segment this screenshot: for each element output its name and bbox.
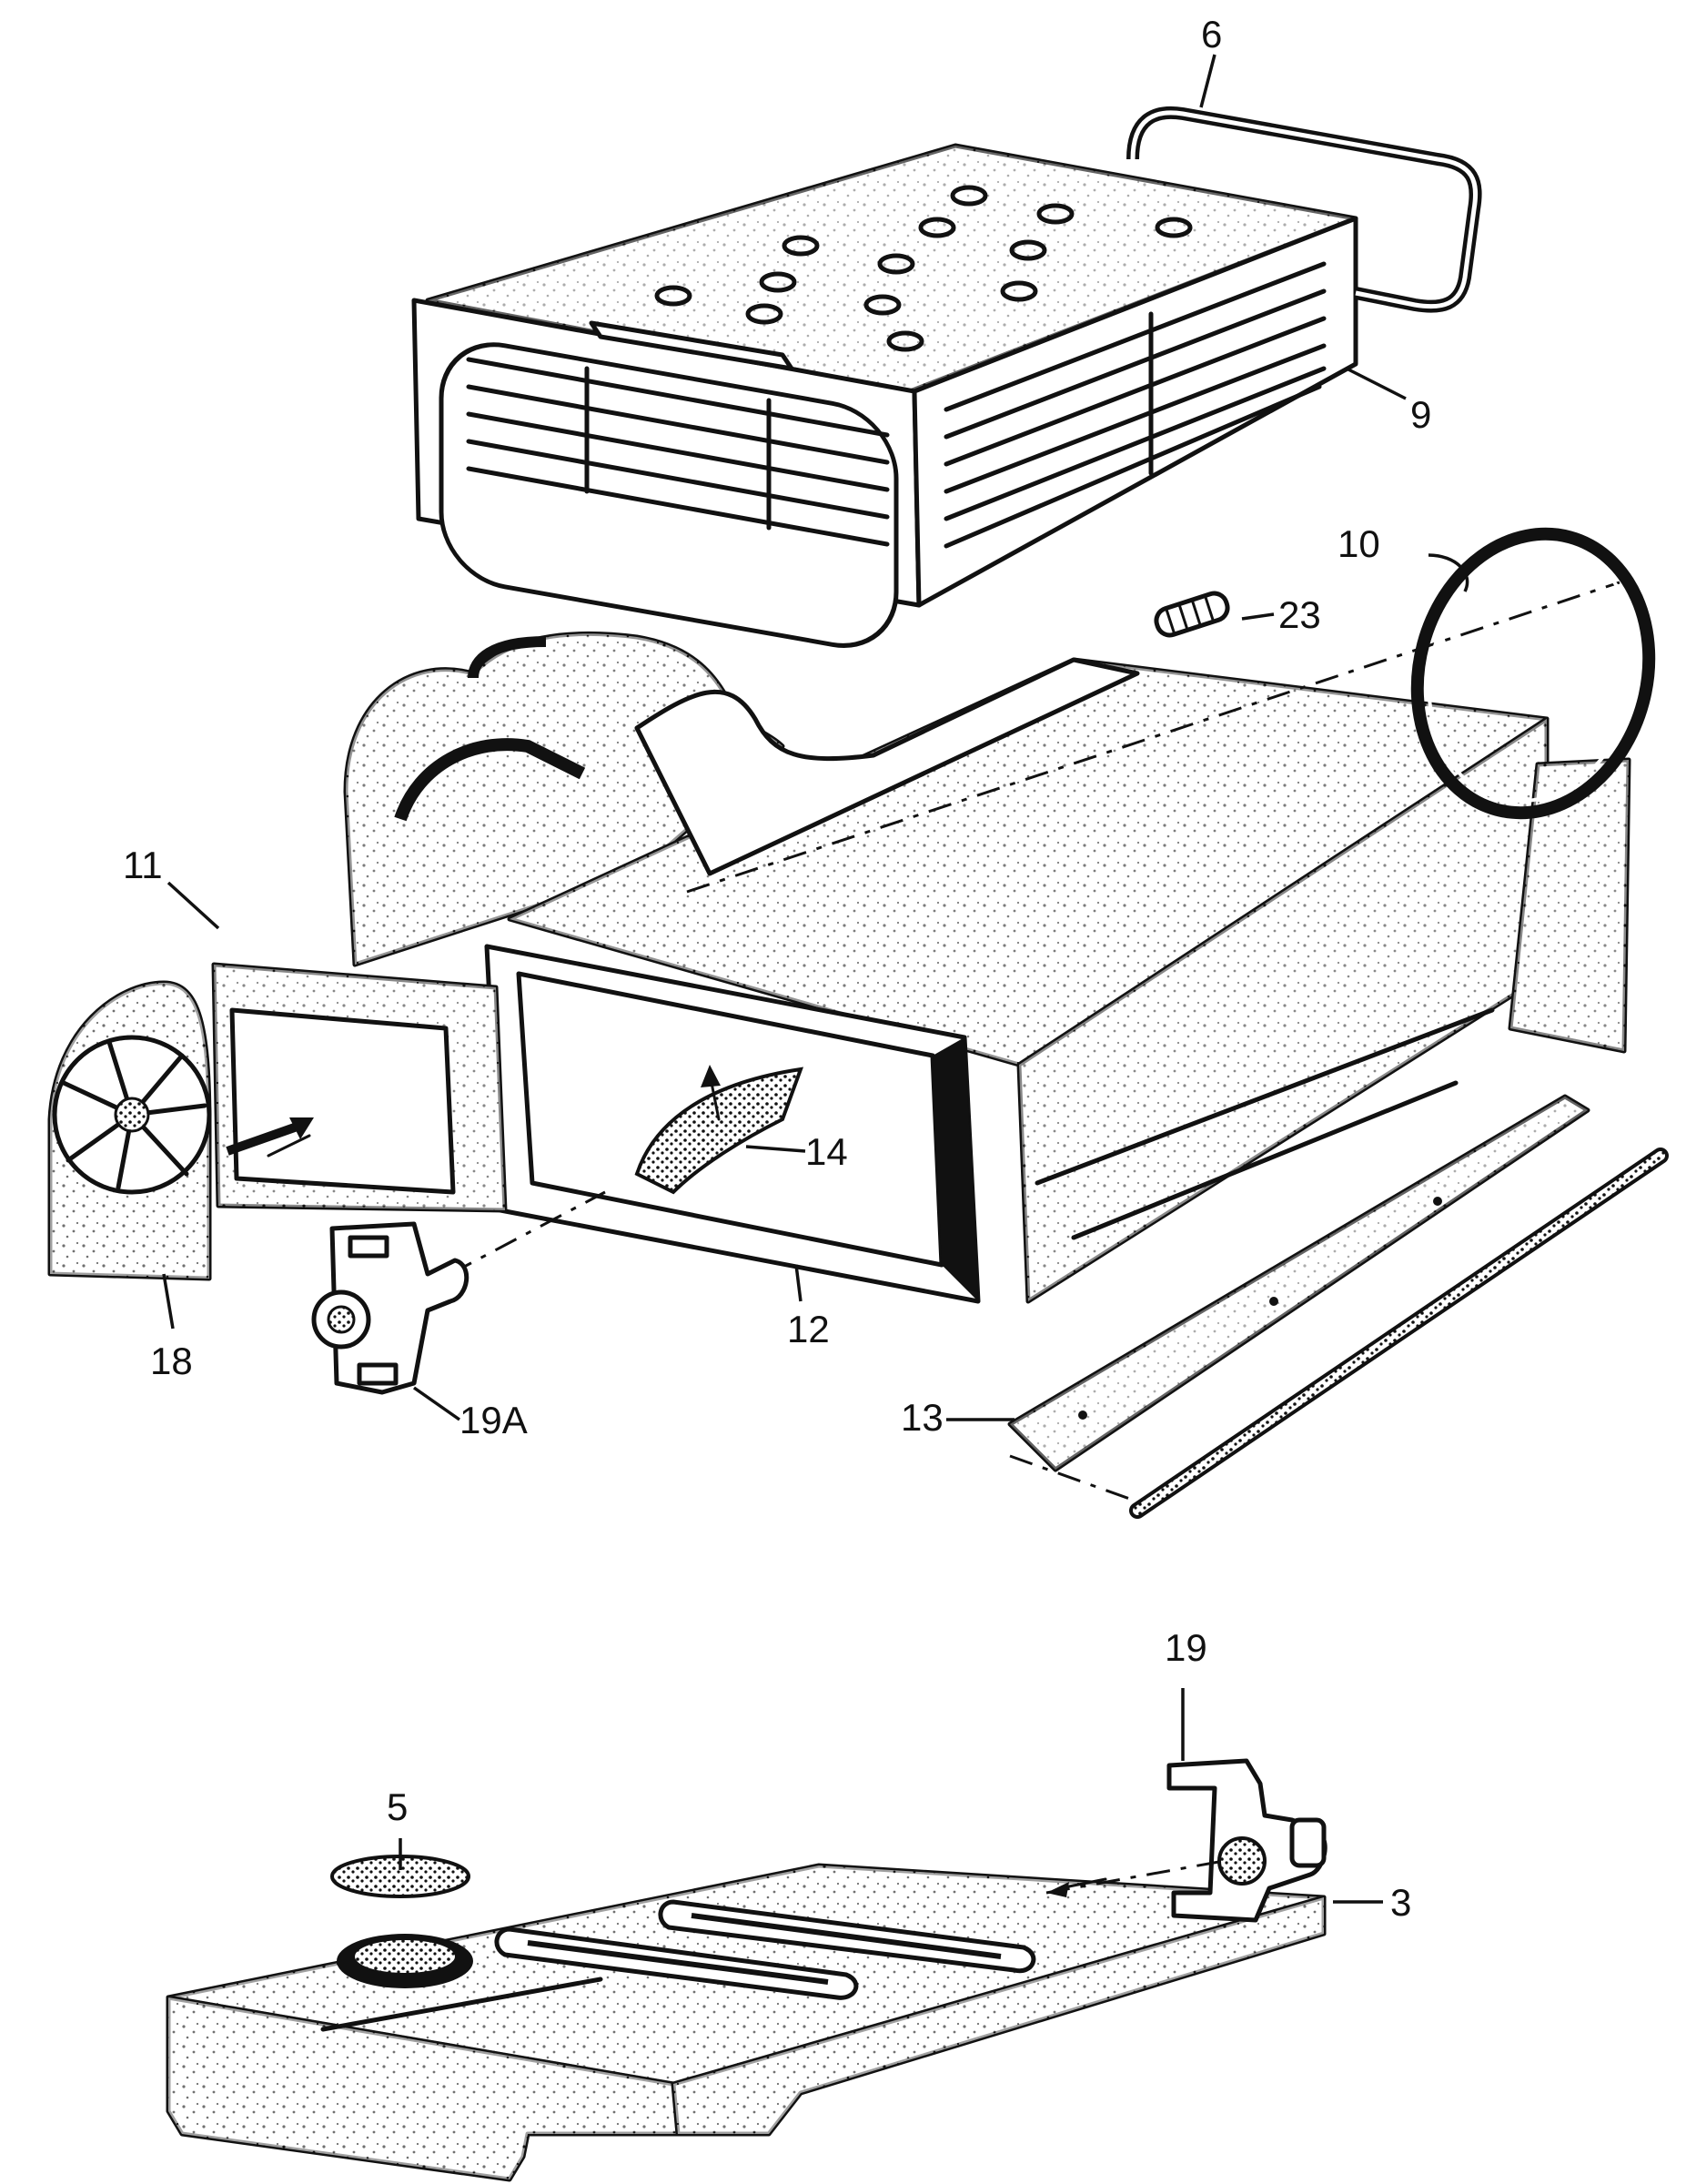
callout-3: 3: [1390, 1881, 1411, 1924]
callout-19: 19: [1165, 1626, 1207, 1669]
bracket-19-part: [1045, 1758, 1328, 1923]
callout-19A: 19A: [459, 1399, 528, 1441]
blower-wheel-part: [47, 980, 212, 1281]
callout-12: 12: [787, 1308, 830, 1350]
callout-13: 13: [901, 1396, 944, 1439]
spring-part: [1154, 591, 1230, 638]
callout-23: 23: [1278, 593, 1321, 636]
seal-gasket-frame: [1126, 106, 1482, 313]
callout-5: 5: [387, 1785, 408, 1828]
switch-19A-part: [311, 1221, 469, 1395]
callout-9: 9: [1410, 393, 1431, 436]
base-strip-part: [1007, 1094, 1669, 1519]
leader-lines: [162, 54, 1469, 1904]
duct-housing: [211, 581, 1631, 1304]
callout-labels: 6 9 10 23 11 14 18 12 19A 13 19 5 3: [123, 13, 1431, 1924]
callout-6: 6: [1201, 13, 1222, 56]
callout-10: 10: [1338, 522, 1380, 565]
callout-18: 18: [150, 1340, 193, 1382]
callout-14: 14: [805, 1130, 848, 1173]
callout-11: 11: [123, 844, 163, 886]
filter-drawer: [411, 143, 1358, 648]
drum-ring-part: [1410, 527, 1656, 820]
base-tray: [166, 1863, 1327, 2182]
